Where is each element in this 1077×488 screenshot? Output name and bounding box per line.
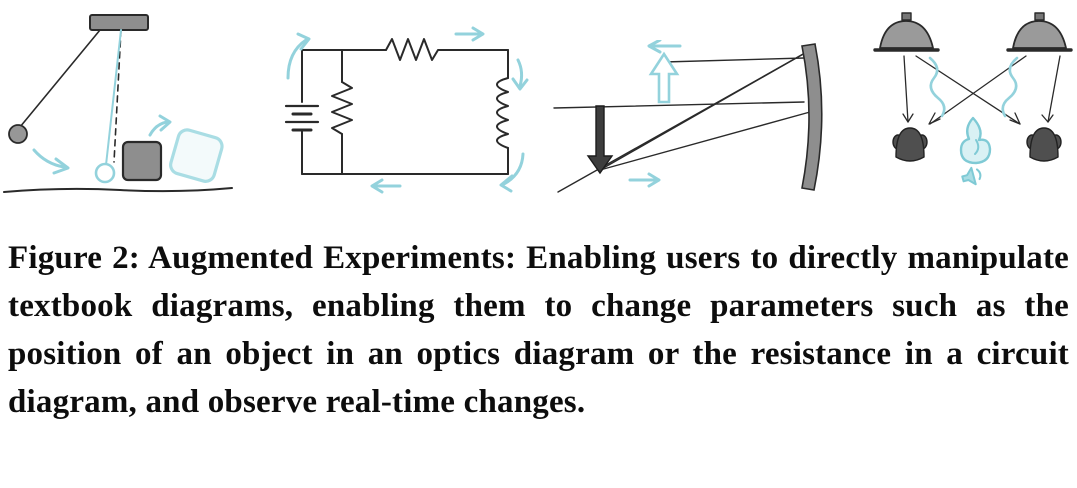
battery-symbol bbox=[284, 104, 320, 132]
concave-mirror bbox=[801, 43, 823, 191]
pendulum-rest-dashed-line bbox=[113, 29, 122, 163]
optical-axis bbox=[553, 101, 805, 109]
listener-left-icon bbox=[892, 127, 928, 162]
speaker-left-icon bbox=[873, 12, 940, 52]
teal-block bbox=[169, 128, 224, 183]
resistor-vertical bbox=[331, 81, 353, 135]
pendulum-sketch-svg bbox=[3, 14, 233, 193]
pendulum-ball-rest bbox=[94, 162, 116, 184]
speakers-sketch bbox=[872, 12, 1077, 197]
pendulum-ball bbox=[8, 124, 28, 144]
speaker-right-icon bbox=[1006, 12, 1073, 52]
circuit-sketch bbox=[280, 26, 530, 196]
figure-caption: Figure 2: Augmented Experiments: Enablin… bbox=[8, 240, 1069, 420]
object-arrow bbox=[586, 105, 614, 175]
optics-sketch-svg bbox=[553, 40, 823, 193]
pendulum-mount bbox=[89, 14, 149, 31]
current-flow-arrows-icon bbox=[286, 26, 529, 194]
swing-arrow-icon bbox=[32, 148, 70, 175]
image-arrow bbox=[648, 51, 680, 104]
ray-top-horizontal bbox=[663, 57, 805, 63]
flame-inner-line bbox=[974, 139, 980, 155]
optics-sketch bbox=[552, 40, 837, 205]
push-arrow-icon bbox=[148, 114, 172, 137]
speakers-sketch-svg bbox=[873, 12, 1073, 186]
sound-wave-squiggles-icon bbox=[928, 56, 1019, 118]
circuit-sketch-svg bbox=[284, 26, 529, 194]
volume-icon bbox=[961, 166, 982, 186]
ray-object-to-mirror-top bbox=[599, 52, 806, 171]
ray-object-to-mirror-mid bbox=[599, 111, 811, 171]
listener-right-icon bbox=[1026, 127, 1062, 162]
sound-ray-arrows bbox=[902, 55, 1061, 125]
resistor-horizontal bbox=[385, 38, 445, 61]
gray-block bbox=[121, 140, 163, 182]
pendulum-string bbox=[19, 29, 101, 128]
ground-line bbox=[3, 187, 233, 193]
inductor-coil bbox=[496, 77, 509, 149]
manipulation-arrows-icon bbox=[628, 40, 682, 188]
pendulum-teal-string bbox=[105, 29, 122, 166]
pendulum-sketch bbox=[2, 4, 237, 204]
